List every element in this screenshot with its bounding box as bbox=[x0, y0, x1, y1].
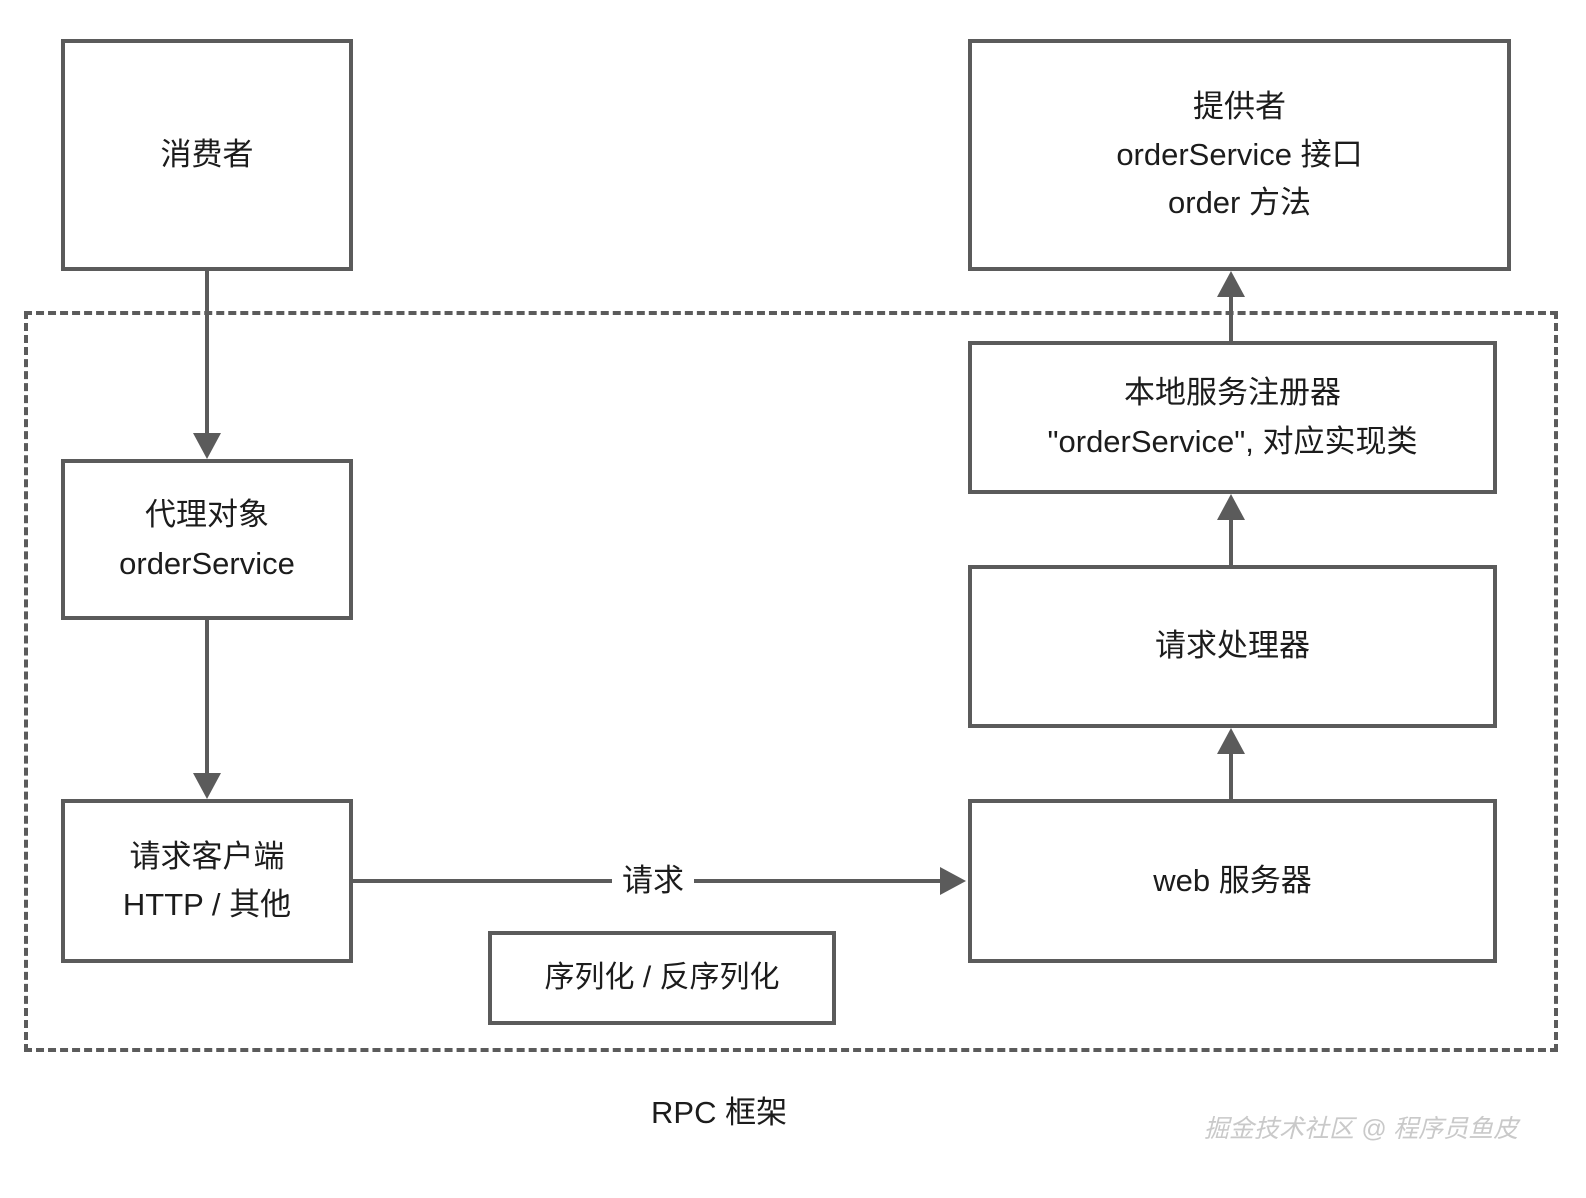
edge-web-server-to-request-handler-line bbox=[1229, 752, 1233, 799]
node-request-client-line-0: 请求客户端 bbox=[129, 838, 285, 874]
edge-proxy-to-request-client-arrowhead bbox=[193, 773, 221, 799]
node-serialization[interactable]: 序列化 / 反序列化 bbox=[488, 931, 836, 1025]
edge-registry-to-provider-line bbox=[1229, 295, 1233, 341]
edge-web-server-to-request-handler-arrowhead bbox=[1217, 728, 1245, 754]
node-consumer-line-0: 消费者 bbox=[160, 136, 254, 172]
edge-request-handler-to-registry-line bbox=[1229, 518, 1233, 565]
node-serialization-line-0: 序列化 / 反序列化 bbox=[544, 960, 780, 994]
edge-consumer-to-proxy-arrowhead bbox=[193, 433, 221, 459]
node-local-service-registry-line-1: "orderService", 对应实现类 bbox=[1047, 423, 1418, 459]
node-request-handler[interactable]: 请求处理器 bbox=[968, 565, 1497, 728]
rpc-framework-boundary bbox=[24, 311, 1558, 1052]
node-provider-line-2: order 方法 bbox=[1168, 185, 1311, 221]
node-proxy-object[interactable]: 代理对象 orderService bbox=[61, 459, 353, 620]
node-request-client[interactable]: 请求客户端 HTTP / 其他 bbox=[61, 799, 353, 963]
node-local-service-registry[interactable]: 本地服务注册器 "orderService", 对应实现类 bbox=[968, 341, 1497, 494]
node-proxy-object-line-0: 代理对象 bbox=[145, 497, 269, 533]
node-provider-line-0: 提供者 bbox=[1193, 88, 1286, 124]
edge-registry-to-provider-arrowhead bbox=[1217, 271, 1245, 297]
node-local-service-registry-line-0: 本地服务注册器 bbox=[1124, 375, 1341, 411]
node-proxy-object-line-1: orderService bbox=[119, 545, 295, 581]
diagram-caption: RPC 框架 bbox=[651, 1095, 788, 1130]
edge-request-client-to-web-server-arrowhead bbox=[940, 867, 966, 895]
node-provider[interactable]: 提供者 orderService 接口 order 方法 bbox=[968, 39, 1511, 271]
node-web-server-line-0: web 服务器 bbox=[1153, 862, 1312, 898]
edge-request-handler-to-registry-arrowhead bbox=[1217, 494, 1245, 520]
watermark: 掘金技术社区 @ 程序员鱼皮 bbox=[1204, 1115, 1519, 1143]
edge-label-request: 请求 bbox=[612, 861, 694, 900]
edge-proxy-to-request-client-line bbox=[205, 620, 209, 775]
node-consumer[interactable]: 消费者 bbox=[61, 39, 353, 271]
node-request-client-line-1: HTTP / 其他 bbox=[122, 887, 292, 922]
node-web-server[interactable]: web 服务器 bbox=[968, 799, 1497, 963]
edge-consumer-to-proxy-line bbox=[205, 271, 209, 435]
node-request-handler-line-0: 请求处理器 bbox=[1155, 628, 1310, 664]
node-provider-line-1: orderService 接口 bbox=[1116, 136, 1363, 172]
